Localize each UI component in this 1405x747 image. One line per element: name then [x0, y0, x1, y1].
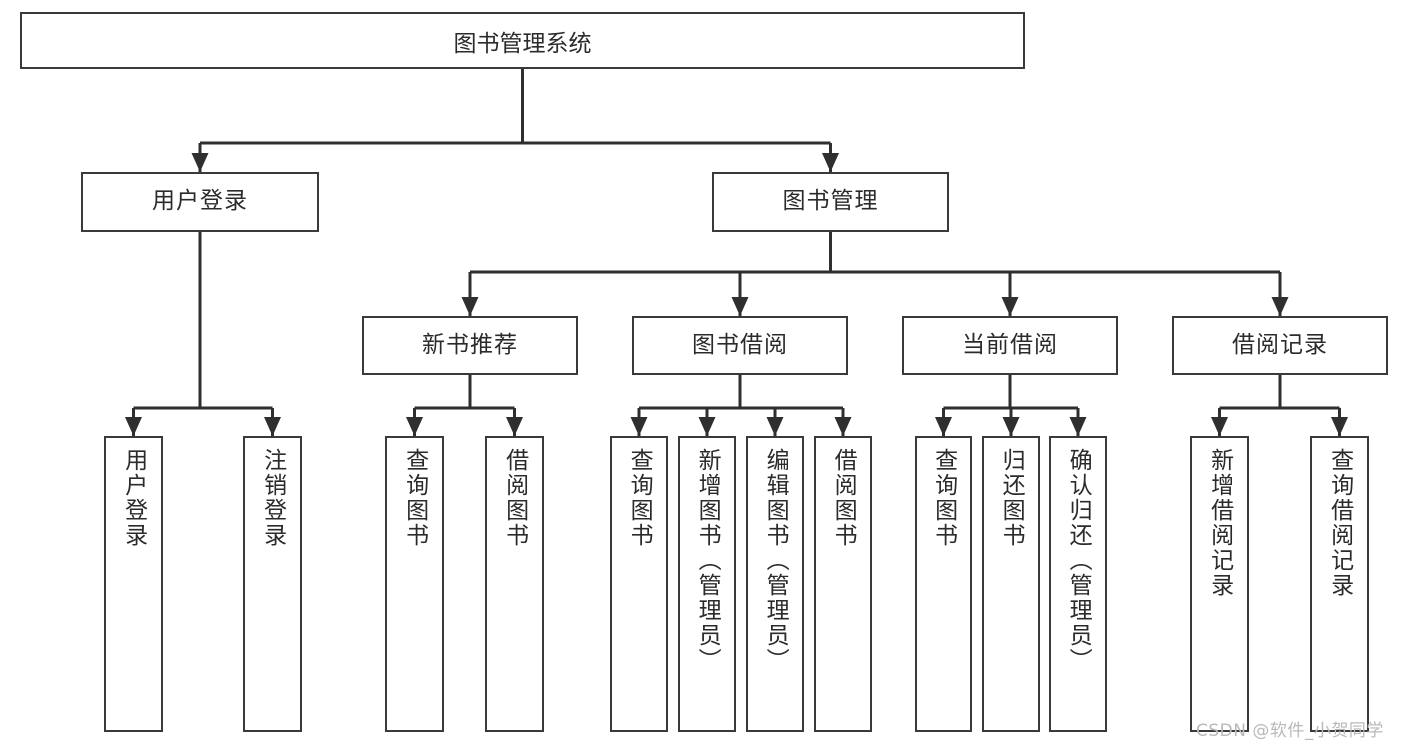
leaf-query-book-borrow-label: 查询图书: [626, 448, 653, 548]
leaf-query-book-recommend-label: 查询图书: [401, 448, 428, 548]
leaf-add-borrow-record-label: 新增借阅记录: [1206, 448, 1233, 598]
leaf-return-book-label: 归还图书: [998, 448, 1025, 548]
leaf-borrow-book-label: 借阅图书: [830, 448, 857, 548]
leaf-query-book-current-label: 查询图书: [930, 448, 957, 548]
csdn-watermark: CSDN @软件_小贺同学: [1196, 721, 1384, 741]
leaf-add-borrow-record[interactable]: 新增借阅记录: [1190, 436, 1249, 732]
node-book-borrow-label: 图书借阅: [692, 331, 788, 358]
node-current-borrow[interactable]: 当前借阅: [902, 316, 1118, 375]
leaf-query-book-borrow[interactable]: 查询图书: [610, 436, 668, 732]
node-new-book-recommend[interactable]: 新书推荐: [362, 316, 578, 375]
leaf-return-book[interactable]: 归还图书: [982, 436, 1040, 732]
leaf-query-book-recommend[interactable]: 查询图书: [385, 436, 444, 732]
leaf-borrow-book-recommend[interactable]: 借阅图书: [485, 436, 544, 732]
node-book-borrow[interactable]: 图书借阅: [632, 316, 848, 375]
leaf-user-login-label: 用户登录: [120, 448, 147, 548]
node-user-login-label: 用户登录: [152, 188, 248, 215]
leaf-borrow-book-recommend-label: 借阅图书: [501, 448, 528, 548]
node-new-book-recommend-label: 新书推荐: [422, 331, 518, 358]
node-book-management[interactable]: 图书管理: [712, 172, 949, 232]
leaf-user-logout[interactable]: 注销登录: [243, 436, 302, 732]
leaf-edit-book-admin[interactable]: 编辑图书（管理员）: [746, 436, 804, 732]
leaf-confirm-return-admin-label: 确认归还（管理员）: [1065, 448, 1092, 673]
node-book-management-label: 图书管理: [782, 188, 879, 215]
leaf-edit-book-admin-label: 编辑图书（管理员）: [762, 448, 789, 673]
leaf-confirm-return-admin[interactable]: 确认归还（管理员）: [1049, 436, 1107, 732]
leaf-add-book-admin-label: 新增图书（管理员）: [694, 448, 721, 673]
node-borrow-record[interactable]: 借阅记录: [1172, 316, 1388, 375]
leaf-add-book-admin[interactable]: 新增图书（管理员）: [678, 436, 736, 732]
leaf-query-borrow-record-label: 查询借阅记录: [1326, 448, 1353, 598]
leaf-query-borrow-record[interactable]: 查询借阅记录: [1310, 436, 1369, 732]
node-root[interactable]: 图书管理系统: [20, 12, 1025, 69]
node-borrow-record-label: 借阅记录: [1232, 331, 1328, 358]
leaf-user-logout-label: 注销登录: [259, 448, 286, 548]
leaf-borrow-book[interactable]: 借阅图书: [814, 436, 872, 732]
node-current-borrow-label: 当前借阅: [962, 331, 1058, 358]
node-user-login[interactable]: 用户登录: [81, 172, 319, 232]
node-root-label: 图书管理系统: [453, 30, 592, 57]
leaf-query-book-current[interactable]: 查询图书: [915, 436, 972, 732]
leaf-user-login[interactable]: 用户登录: [104, 436, 163, 732]
